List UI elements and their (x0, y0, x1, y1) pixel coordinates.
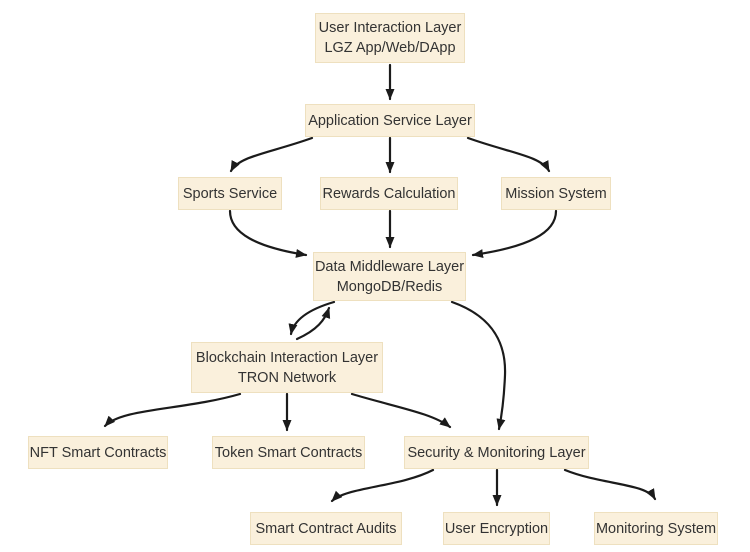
node-token-smart-contracts: Token Smart Contracts (212, 436, 365, 469)
node-smart-contract-audits: Smart Contract Audits (250, 512, 402, 545)
node-nft-smart-contracts: NFT Smart Contracts (28, 436, 168, 469)
node-label: Monitoring System (595, 520, 717, 537)
node-sublabel: MongoDB/Redis (336, 278, 443, 295)
node-rewards-calculation: Rewards Calculation (320, 177, 458, 210)
edge-middleware-to-blockchain (288, 300, 336, 336)
edge-security-to-audits (330, 468, 435, 503)
node-label: User Encryption (444, 520, 549, 537)
node-application-service-layer: Application Service Layer (305, 104, 475, 137)
node-label: Blockchain Interaction Layer (195, 349, 379, 366)
node-sublabel: TRON Network (237, 369, 337, 386)
node-security-monitoring-layer: Security & Monitoring Layer (404, 436, 589, 469)
edge-security-to-monitoring (563, 468, 657, 501)
edge-blockchain-to-middleware (295, 306, 331, 341)
node-label: Security & Monitoring Layer (407, 444, 586, 461)
node-label: Mission System (505, 185, 607, 202)
node-label: User Interaction Layer (318, 20, 462, 36)
edge-app-service-to-mission (466, 136, 551, 173)
node-monitoring-system: Monitoring System (594, 512, 718, 545)
edge-sports-to-middleware (228, 209, 308, 258)
node-mission-system: Mission System (501, 177, 611, 210)
edge-app-service-to-sports (229, 136, 314, 173)
node-label: Smart Contract Audits (255, 520, 397, 537)
node-label: NFT Smart Contracts (29, 444, 167, 461)
edge-mission-to-middleware (471, 209, 558, 259)
node-label: Token Smart Contracts (214, 444, 363, 461)
node-label: Data Middleware Layer (314, 258, 465, 275)
edge-blockchain-to-nft (103, 392, 242, 428)
node-blockchain-interaction-layer: Blockchain Interaction Layer TRON Networ… (191, 342, 383, 393)
edge-blockchain-to-security (350, 392, 452, 429)
node-label: Application Service Layer (308, 112, 472, 129)
edge-middleware-to-security (450, 300, 507, 431)
node-label: Sports Service (182, 185, 278, 202)
node-user-encryption: User Encryption (443, 512, 550, 545)
node-user-interaction-layer: User Interaction Layer LGZ App/Web/DApp (315, 13, 465, 63)
node-label: Rewards Calculation (322, 185, 456, 202)
node-sports-service: Sports Service (178, 177, 282, 210)
node-sublabel: LGZ App/Web/DApp (324, 40, 456, 56)
node-data-middleware-layer: Data Middleware Layer MongoDB/Redis (313, 252, 466, 301)
